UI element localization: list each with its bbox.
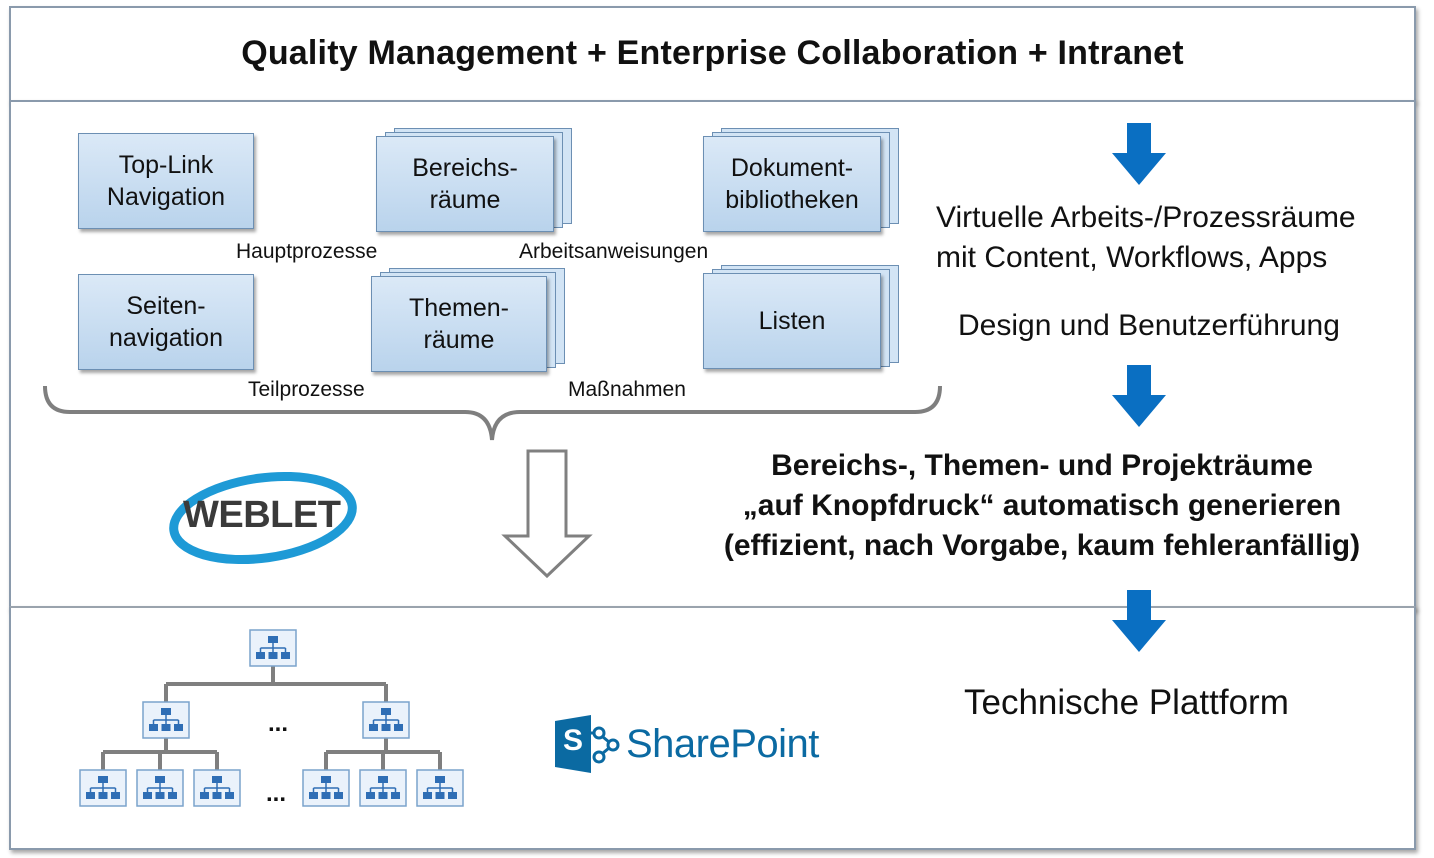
themenraeume-box: Themen- räume [371, 276, 547, 372]
dokumentbibliotheken-box: Dokument- bibliotheken [703, 136, 881, 232]
weblet-logo-text: WEBLET [183, 494, 341, 536]
listen-box: Listen [703, 273, 881, 369]
hierarchy-ellipsis: ... [268, 710, 289, 737]
virtuelle-line1: Virtuelle Arbeits-/Prozessräume [936, 201, 1356, 234]
blue-down-arrow-icon [1112, 365, 1166, 427]
hierarchy-ellipsis: ... [266, 780, 287, 807]
site-node-icon [362, 701, 410, 739]
label-arbeitsanweisungen: Arbeitsanweisungen [519, 240, 709, 263]
platform-panel [9, 606, 1416, 850]
label-massnahmen: Maßnahmen [568, 378, 686, 401]
site-node-icon [136, 769, 184, 807]
site-node-icon [359, 769, 407, 807]
bold-line3: (effizient, nach Vorgabe, kaum fehleranf… [723, 529, 1361, 562]
site-node-icon [249, 629, 297, 667]
site-node-icon [142, 701, 190, 739]
site-node-icon [193, 769, 241, 807]
top-link-navigation-box: Top-Link Navigation [78, 133, 254, 229]
bold-line1: Bereichs-, Themen- und Projekträume [771, 449, 1313, 482]
site-hierarchy-diagram [79, 629, 464, 807]
virtuelle-line2: mit Content, Workflows, Apps [936, 241, 1328, 274]
site-node-icon [79, 769, 127, 807]
sharepoint-icon-letter: S [563, 724, 584, 757]
bereichsraeume-box: Bereichs- räume [376, 136, 554, 232]
design-text: Design und Benutzerführung [958, 309, 1340, 342]
bold-line2: „auf Knopfdruck“ automatisch generieren [742, 489, 1342, 522]
sharepoint-logo-text: SharePoint [626, 722, 819, 766]
page-title: Quality Management + Enterprise Collabor… [241, 34, 1184, 72]
title-panel: Quality Management + Enterprise Collabor… [9, 6, 1416, 102]
blue-down-arrow-icon [1112, 123, 1166, 185]
label-hauptprozesse: Hauptprozesse [236, 240, 378, 263]
weblet-logo [169, 471, 357, 565]
curly-brace [43, 385, 942, 441]
site-node-icon [302, 769, 350, 807]
site-node-icon [416, 769, 464, 807]
label-teilprozesse: Teilprozesse [248, 378, 365, 401]
technische-plattform-text: Technische Plattform [964, 683, 1289, 722]
hollow-down-arrow-icon [501, 449, 593, 579]
seitennavigation-box: Seiten- navigation [78, 274, 254, 370]
sharepoint-icon [555, 715, 620, 773]
blue-down-arrow-icon [1112, 590, 1166, 652]
